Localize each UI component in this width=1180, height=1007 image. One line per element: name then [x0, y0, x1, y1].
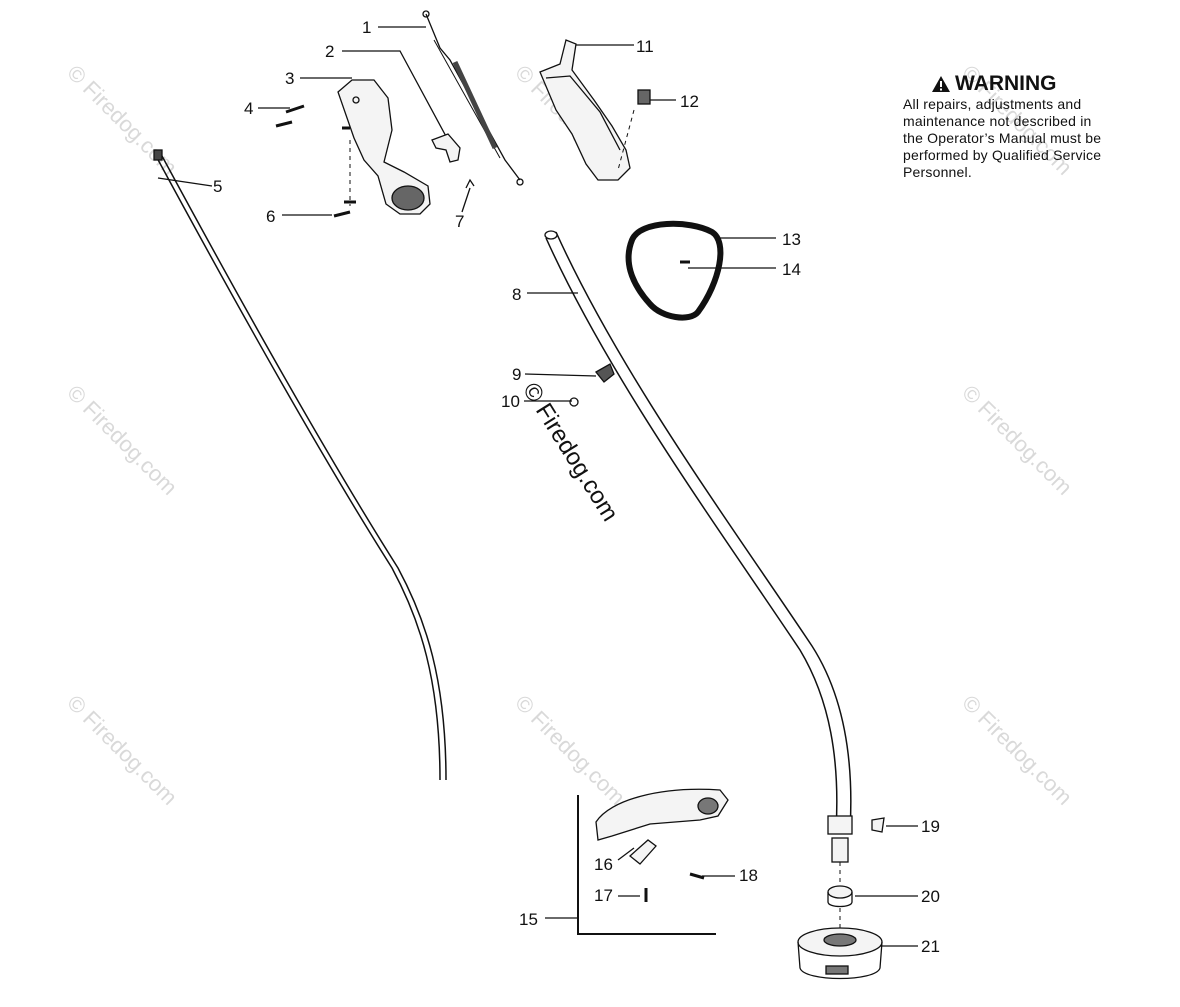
- group-bracket-15: [577, 795, 716, 935]
- nut-part-10: [569, 397, 579, 407]
- warning-triangle-icon: [932, 76, 950, 92]
- warning-text: All repairs, adjustments and maintenance…: [903, 96, 1102, 180]
- callout-7: 7: [455, 212, 465, 231]
- screw-part-4b: [275, 120, 293, 128]
- screw-part-18: [689, 872, 705, 880]
- screw-part-4a: [285, 104, 305, 114]
- callout-19: 19: [921, 817, 940, 836]
- callout-5: 5: [213, 177, 223, 196]
- trimmer-head-part-21: [797, 927, 883, 980]
- callout-16: 16: [594, 855, 613, 874]
- callout-11: 11: [636, 37, 654, 56]
- trigger-part-2: [431, 133, 461, 163]
- callout-9: 9: [512, 365, 522, 384]
- callout-2: 2: [325, 42, 335, 61]
- callout-17: 17: [594, 886, 613, 905]
- leader-line-16: [617, 847, 635, 861]
- callout-18: 18: [739, 866, 758, 885]
- clip-part-7: [465, 178, 475, 189]
- spool-nut-part-20: [827, 885, 853, 899]
- wing-part-19: [871, 817, 885, 833]
- leader-line-5: [157, 177, 213, 187]
- leader-line-7: [461, 187, 471, 213]
- callout-10: 10: [501, 392, 520, 411]
- upper-handle-part-3: [337, 79, 431, 215]
- warning-title: WARNING: [955, 72, 1057, 95]
- callout-12: 12: [680, 92, 699, 111]
- callout-20: 20: [921, 887, 940, 906]
- blade-part-16: [628, 839, 657, 865]
- lower-handle-part-11: [539, 39, 631, 181]
- throttle-cable-part-1: [422, 10, 524, 186]
- warning-title-row: WARNING: [903, 72, 1143, 96]
- callout-14: 14: [782, 260, 801, 279]
- callout-1: 1: [362, 18, 372, 37]
- drive-shaft-part-5: [153, 149, 447, 781]
- callout-13: 13: [782, 230, 801, 249]
- callout-6: 6: [266, 207, 276, 226]
- clamp-part-9: [595, 363, 615, 383]
- knob-part-12: [637, 89, 651, 105]
- screw-part-6: [333, 210, 351, 218]
- guard-part-15: [595, 788, 729, 841]
- callout-8: 8: [512, 285, 522, 304]
- callout-21: 21: [921, 937, 940, 956]
- callout-4: 4: [244, 99, 254, 118]
- callout-3: 3: [285, 69, 295, 88]
- leader-line-2: [342, 50, 449, 141]
- assist-handle-part-13: [625, 220, 724, 321]
- callout-15: 15: [519, 910, 538, 929]
- warning-notice: WARNING All repairs, adjustments and mai…: [903, 72, 1143, 181]
- shaft-tube-part-8: [544, 230, 853, 863]
- leader-line-9: [524, 373, 597, 377]
